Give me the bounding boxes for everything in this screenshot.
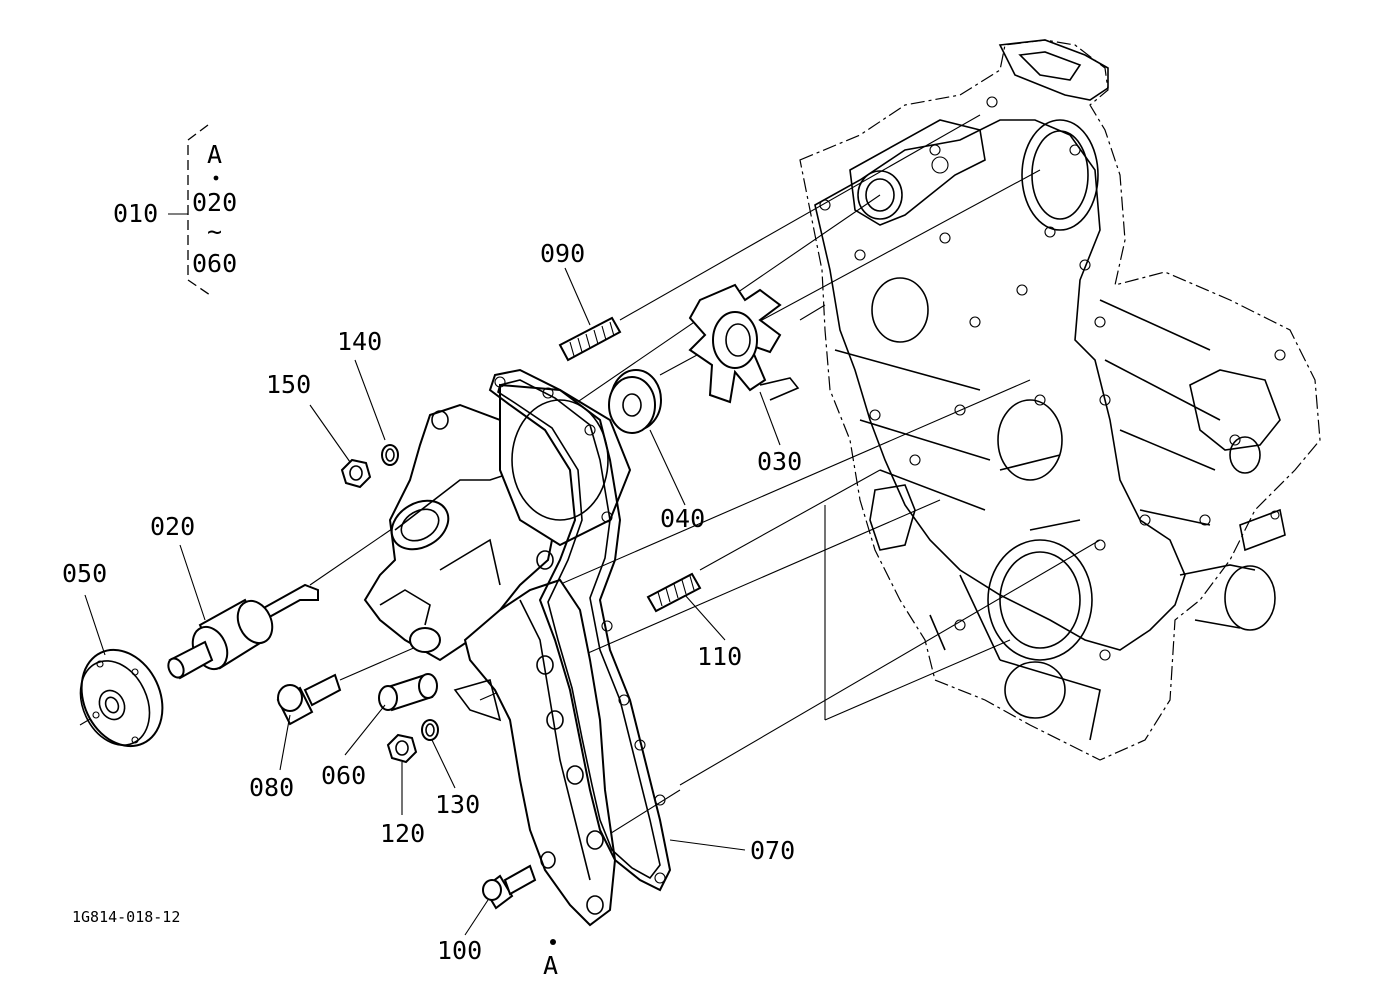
callout-020: 020 [150,512,195,541]
bolt-100 [482,864,537,910]
group-range-sep: ~ [207,217,222,246]
pipe-060 [378,673,438,712]
labels: 010 A 020 ~ 060 090 140 150 020 050 040 … [62,140,802,980]
impeller-030 [688,283,800,404]
callout-140: 140 [337,327,382,356]
group-ref-label: A [207,140,222,169]
callout-150: 150 [266,370,311,399]
stud-bolt-090 [558,316,622,362]
gasket-070 [488,368,672,892]
stud-bolt-110 [646,572,702,613]
water-pump-body [363,383,632,927]
callout-110: 110 [697,642,742,671]
callout-130: 130 [435,790,480,819]
callout-050: 050 [62,559,107,588]
nut-120 [386,733,418,764]
clip-130 [421,719,439,741]
ref-point-dot [550,939,556,945]
flange-050 [79,648,164,748]
group-range-from: 020 [192,188,237,217]
group-parent-label: 010 [113,199,158,228]
leader-lines [84,267,781,945]
callout-030: 030 [757,447,802,476]
group-marker-dot [213,175,219,181]
bolt-080 [276,673,342,726]
callout-080: 080 [249,773,294,802]
assembly-group-bracket [168,124,219,296]
ref-point-label: A [543,951,558,980]
drawing-number: 1G814-018-12 [72,908,180,926]
clip-140 [381,444,399,466]
bearing-shaft-020 [167,583,319,680]
seal-040 [608,369,662,434]
callout-120: 120 [380,819,425,848]
callout-090: 090 [540,239,585,268]
callout-070: 070 [750,836,795,865]
callout-040: 040 [660,504,705,533]
callout-100: 100 [437,936,482,965]
callout-060: 060 [321,761,366,790]
group-range-to: 060 [192,249,237,278]
nut-150 [340,458,372,489]
gear-case-housing [799,39,1321,761]
